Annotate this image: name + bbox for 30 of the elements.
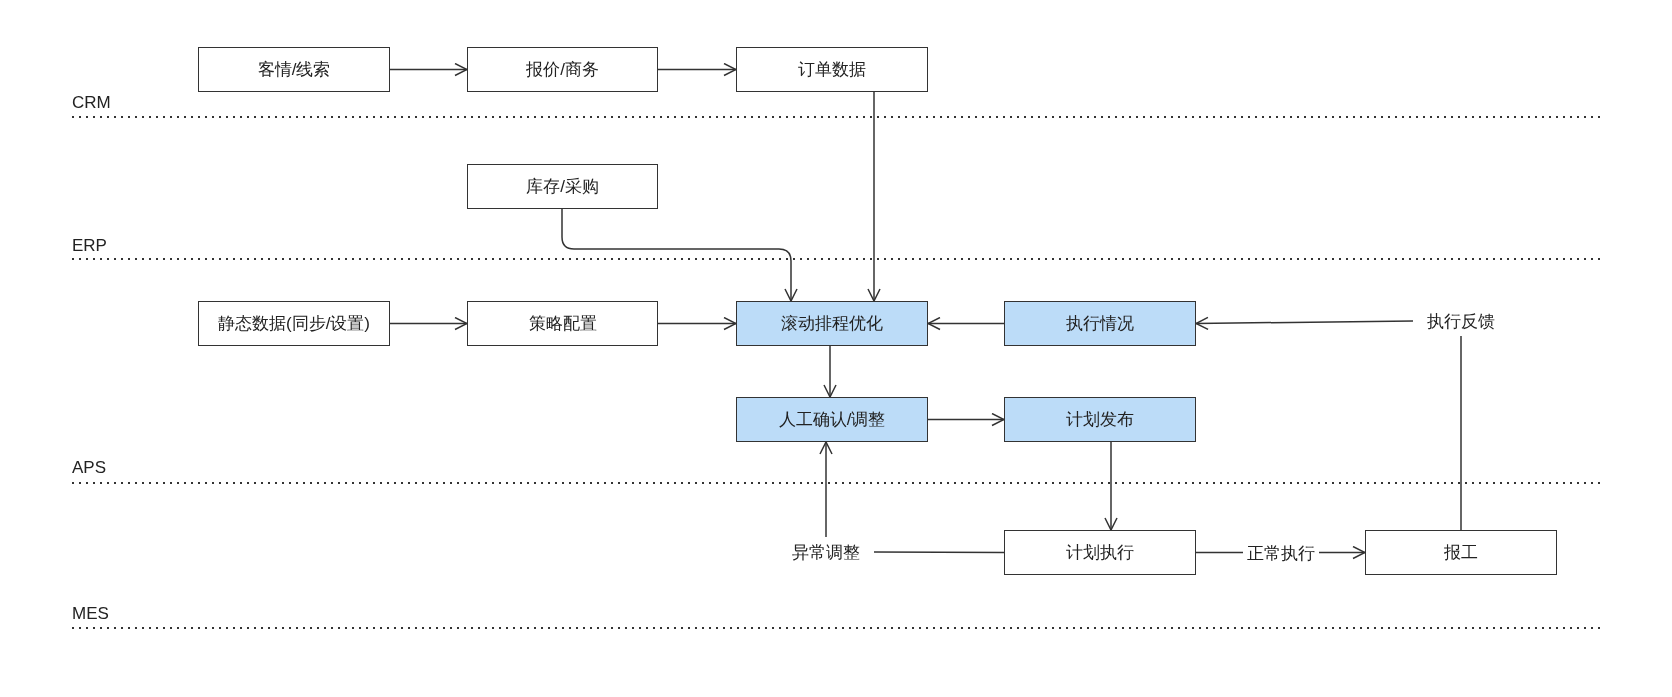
arrow	[867, 91, 881, 302]
lane-label: CRM	[72, 93, 111, 113]
process-box: 报工	[1365, 530, 1557, 575]
arrow	[657, 62, 737, 77]
process-box: 计划发布	[1004, 397, 1196, 442]
arrow	[823, 345, 837, 398]
process-box: 计划执行	[1004, 530, 1196, 575]
process-box: 人工确认/调整	[736, 397, 928, 442]
process-box: 订单数据	[736, 47, 928, 92]
arrow	[1104, 441, 1118, 531]
arrow	[927, 316, 1005, 331]
arrow	[389, 62, 468, 77]
process-box: 报价/商务	[467, 47, 658, 92]
process-box: 策略配置	[467, 301, 658, 346]
connector-line	[873, 551, 1005, 554]
arrow	[927, 412, 1005, 427]
process-box: 执行情况	[1004, 301, 1196, 346]
arrow	[389, 316, 468, 331]
lane-label: APS	[72, 458, 107, 478]
process-box: 滚动排程优化	[736, 301, 928, 346]
arrow	[657, 316, 737, 331]
lane-label: MES	[72, 604, 109, 624]
process-box: 库存/采购	[467, 164, 658, 209]
process-box: 静态数据(同步/设置)	[198, 301, 390, 346]
arrow	[1195, 316, 1414, 331]
arrow	[561, 208, 798, 302]
connector-line	[1460, 335, 1462, 531]
arrow	[819, 441, 833, 538]
lane-label: ERP	[72, 236, 107, 256]
process-box: 客情/线索	[198, 47, 390, 92]
